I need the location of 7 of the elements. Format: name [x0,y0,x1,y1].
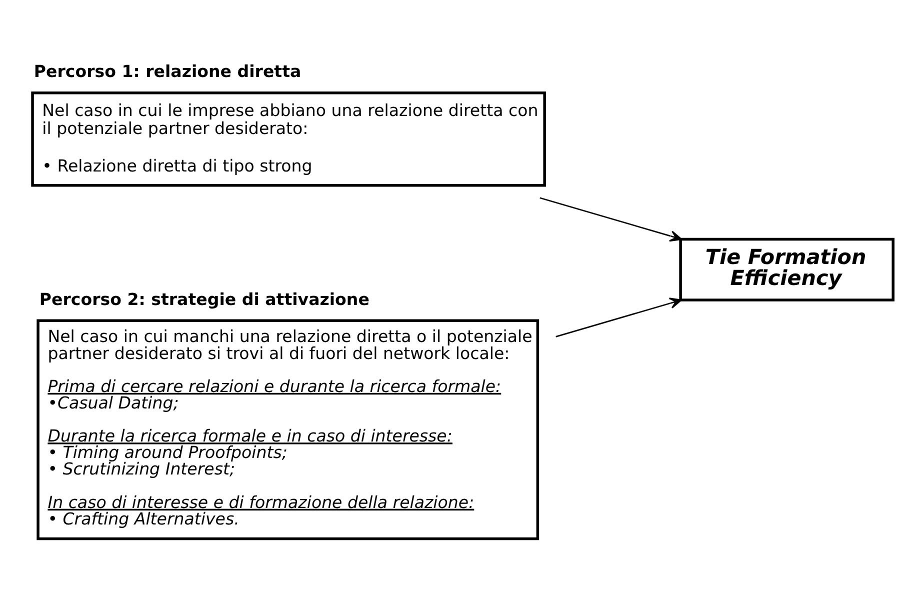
node-box: Nel caso in cui manchi una relazione diretta o il potenziale partner desiderato si trovi al di fuori del network locale: Prima di cercare relazioni e durante la ricerca formale: •Casual Dating; Durante la ricerca formale e in caso di interesse: • Timing around Proofpoints; • Scrutinizing Interest; In caso di interesse e di formazione della relazione: • Crafting Alternatives. [36,318,540,540]
arrow [540,196,682,242]
node-label: Percorso 1: relazione diretta [34,62,302,81]
node-label: Percorso 2: strategie di attivazione [39,289,370,308]
node-box: Tie Formation Efficiency [679,237,894,301]
node-box: Nel caso in cui le imprese abbiano una relazione diretta con il potenziale partner desiderato: • Relazione diretta di tipo strong [31,91,546,186]
arrow [556,297,682,337]
